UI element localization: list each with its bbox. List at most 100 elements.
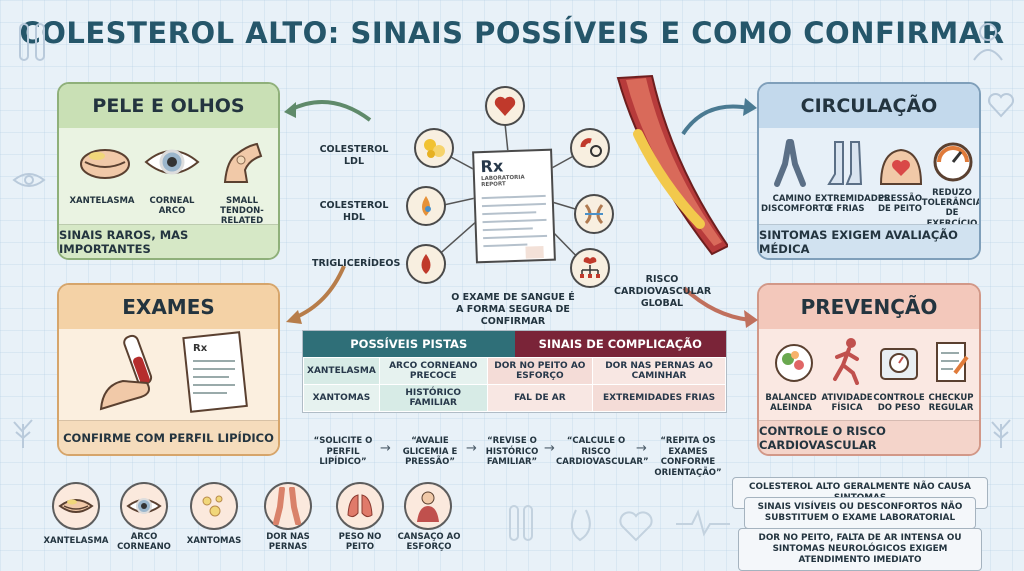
step-item: “REPITA OS EXAMES CONFORME ORIENTAÇÃO” <box>654 436 722 478</box>
bottom-leg-pain-circle <box>264 482 312 530</box>
eye-bg-icon <box>12 173 46 187</box>
skin-eyes-heading: PELE E OLHOS <box>59 84 278 128</box>
running-icon <box>833 338 859 385</box>
lab-report-icon: Rx <box>182 331 248 413</box>
arrow-to-skin-icon <box>284 100 372 122</box>
prevention-item-label: BALANCED ALEINDA <box>765 393 817 414</box>
step-item: “CALCULE O RISCO CARDIOVASCULAR” <box>556 436 649 468</box>
bottom-icon-label: ARCO CORNEANO <box>117 532 171 553</box>
hdl-node <box>406 186 446 226</box>
prevention-footer: CONTROLE O RISCO CARDIOVASCULAR <box>759 420 979 454</box>
exams-heading: EXAMES <box>59 285 278 329</box>
corneal-arcus-eye-icon <box>144 149 200 175</box>
checkup-clipboard-icon <box>936 342 969 382</box>
table-cell: XANTELASMA <box>303 357 380 385</box>
closed-eye-icon <box>58 499 94 513</box>
table-cell: XANTOMAS <box>303 384 380 412</box>
xanthelasma-eye-icon <box>80 149 130 179</box>
bottom-icon-label: DOR NAS PERNAS <box>266 532 310 553</box>
bottom-fatigue-circle <box>404 482 452 530</box>
walking-legs-icon <box>774 139 806 187</box>
page-title: COLESTEROL ALTO: SINAIS POSSÍVEIS E COMO… <box>19 16 1005 50</box>
skin-eyes-panel: PELE E OLHOS XANTELASMA CORNEAL ARCO SMA… <box>57 82 280 260</box>
bottom-xanthoma-circle <box>190 482 238 530</box>
test-tubes-icon <box>19 23 45 61</box>
circulation-item-label: CAMINO DISCOMFORTO <box>761 194 832 215</box>
table-header-clues: POSSÍVEIS PISTAS <box>303 331 515 357</box>
table-cell: DOR NAS PERNAS AO CAMINHAR <box>592 357 726 385</box>
step-item: “AVALIE GLICEMIA E PRESSÃO” <box>402 436 458 468</box>
circulation-panel: CIRCULAÇÃO CAMINO DISCOMFORTO EXTREMIDAD… <box>757 82 981 260</box>
arrow-to-exams-icon <box>286 265 346 324</box>
bottom-arcus-circle <box>120 482 168 530</box>
signs-grid: XANTELASMA ARCO CORNEANO PRECOCE DOR NO … <box>303 357 726 412</box>
circulation-item-label: REDUZO TOLERÂNCIA DE EXERCÍCIO <box>921 188 981 229</box>
table-cell: HISTÓRICO FAMILIAR <box>378 384 488 412</box>
heart-organ-icon <box>494 96 516 116</box>
hdl-label: COLESTEROL HDL <box>319 200 389 223</box>
ldl-node <box>414 128 454 168</box>
scale-icon <box>880 348 918 380</box>
tendon-nodule-icon <box>223 142 263 183</box>
table-row: XANTOMAS HISTÓRICO FAMILIAR FAL DE AR EX… <box>303 384 726 412</box>
chest-pressure-icon <box>879 148 923 185</box>
skin-item-label: XANTELASMA <box>69 196 135 206</box>
blood-drop-icon <box>421 254 431 274</box>
ldl-label: COLESTEROL LDL <box>319 144 389 167</box>
bottom-xanthelasma-circle <box>52 482 100 530</box>
step-arrow-icon: → <box>466 441 477 456</box>
healthy-food-icon <box>775 344 813 382</box>
tree-bg-icon <box>991 419 1011 448</box>
tolerance-gauge-icon <box>933 142 973 182</box>
prevention-item-label: CHECKUP REGULAR <box>928 393 974 414</box>
hdl-drop-icon <box>422 196 431 216</box>
cold-feet-icon <box>827 141 863 185</box>
prevention-panel: PREVENÇÃO BALANCED ALEINDA ATIVIDADE FÍS… <box>757 283 981 456</box>
arrow-to-circulation-icon <box>681 98 757 136</box>
prevention-heading: PREVENÇÃO <box>759 285 979 329</box>
table-cell: FAL DE AR <box>486 384 594 412</box>
exams-footer: CONFIRME COM PERFIL LIPÍDICO <box>59 420 278 454</box>
blood-test-caption: O EXAME DE SANGUE É A FORMA SEGURA DE CO… <box>451 292 575 327</box>
ldl-particles-icon <box>424 139 445 158</box>
triglyceride-node <box>406 244 446 284</box>
pressure-node <box>570 128 610 168</box>
report-lines-icon <box>481 194 548 259</box>
prevention-item-label: CONTROLE DO PESO <box>873 393 925 414</box>
doctor-icon <box>973 23 1003 61</box>
table-cell: DOR NO PEITO AO ESFORÇO <box>486 357 594 385</box>
step-item: “REVISE O HISTÓRICO FAMILIAR” <box>485 436 539 468</box>
medical-bg-icons <box>509 505 730 542</box>
triglyceride-label: TRIGLICERÍDEOS <box>312 258 401 269</box>
waist-icon <box>584 204 604 225</box>
bottom-icon-label: XANTOMAS <box>186 536 242 546</box>
step-arrow-icon: → <box>380 441 391 456</box>
skin-eyes-footer: SINAIS RAROS, MAS IMPORTANTES <box>59 224 278 258</box>
arrow-to-prevention-icon <box>682 286 758 328</box>
note-emergency: DOR NO PEITO, FALTA DE AR INTENSA OU SIN… <box>738 528 982 571</box>
table-cell: EXTREMIDADES FRIAS <box>592 384 726 412</box>
table-cell: ARCO CORNEANO PRECOCE <box>378 357 488 385</box>
xanthoma-skin-icon <box>202 495 223 517</box>
exams-panel: EXAMES Rx CONFIRME COM PERFIL LIPÍDICO <box>57 283 280 456</box>
note-lab-test: SINAIS VISÍVEIS OU DESCONFORTOS NÃO SUBS… <box>744 497 976 529</box>
arcus-eye-icon <box>126 498 162 514</box>
waist-node <box>574 194 614 234</box>
step-arrow-icon: → <box>636 441 647 456</box>
bottom-chest-circle <box>336 482 384 530</box>
lungs-icon <box>347 494 373 518</box>
bottom-icon-label: XANTELASMA <box>43 536 109 546</box>
svg-text:Rx: Rx <box>193 343 208 354</box>
blood-pressure-icon <box>580 138 602 157</box>
circulation-item-label: PRESSÃO DE PEITO <box>877 194 923 215</box>
rx-symbol: Rx <box>480 156 504 177</box>
circulation-heading: CIRCULAÇÃO <box>759 84 979 128</box>
legs-icon <box>273 487 301 525</box>
step-arrow-icon: → <box>544 441 555 456</box>
artery-illustration <box>616 74 728 256</box>
table-header-complications: SINAIS DE COMPLICAÇÃO <box>514 331 726 357</box>
circulation-footer: SINTOMAS EXIGEM AVALIAÇÃO MÉDICA <box>759 224 979 258</box>
skin-item-label: CORNEAL ARCO <box>149 196 195 217</box>
central-lab-report: Rx LABORATORIA REPORT <box>472 148 556 264</box>
tree-bg-icon-left <box>13 419 33 448</box>
